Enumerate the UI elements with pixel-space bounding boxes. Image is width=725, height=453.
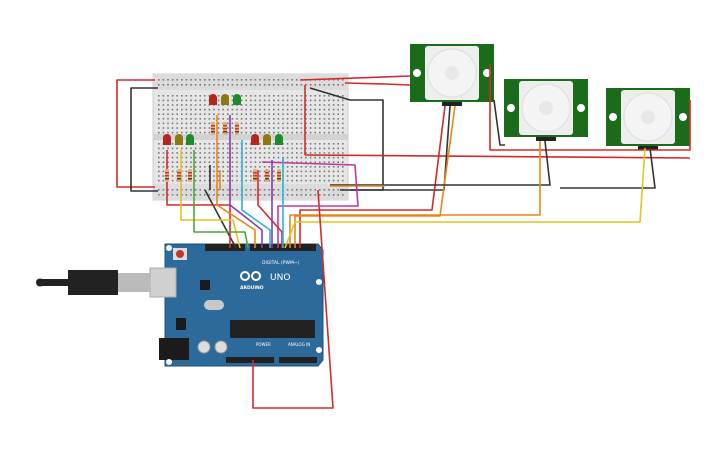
wire-red-10[interactable]	[489, 64, 691, 151]
led-yellow[interactable]	[263, 134, 271, 145]
led-green[interactable]	[186, 134, 194, 145]
pir-sensor-2[interactable]	[504, 79, 588, 141]
uno-label: UNO	[270, 273, 290, 283]
led-red[interactable]	[251, 134, 259, 145]
analog-label: ANALOG IN	[288, 342, 310, 347]
wire-black-18[interactable]	[204, 189, 237, 249]
led-green[interactable]	[275, 134, 283, 145]
wire-black-1[interactable]	[130, 87, 158, 192]
resistor[interactable]	[177, 169, 181, 182]
wire-purple-23[interactable]	[229, 115, 263, 248]
led-green[interactable]	[233, 94, 241, 105]
arduino-logo-text: ARDUINO	[240, 285, 264, 291]
wire-red-17[interactable]	[252, 189, 334, 409]
wire-red-5[interactable]	[304, 154, 691, 159]
resistor[interactable]	[253, 169, 257, 182]
power-jack	[159, 338, 189, 360]
wire-black-7[interactable]	[350, 105, 451, 191]
wire-red-26[interactable]	[257, 170, 283, 248]
wire-yellow-15[interactable]	[284, 147, 646, 249]
wire-black-11[interactable]	[493, 99, 505, 146]
led-yellow[interactable]	[221, 94, 229, 105]
wire-yellow-20[interactable]	[180, 150, 241, 249]
atmega-chip	[230, 320, 315, 338]
pir-sensor-1[interactable]	[410, 44, 494, 106]
led-red[interactable]	[209, 94, 217, 105]
wire-orange-9[interactable]	[294, 105, 456, 248]
led-red[interactable]	[163, 134, 171, 145]
pir-sensor-3[interactable]	[606, 88, 690, 150]
resistor[interactable]	[188, 169, 192, 182]
wire-black-14[interactable]	[560, 147, 656, 189]
power-label: POWER	[256, 342, 271, 347]
wire-magenta-25[interactable]	[261, 161, 359, 248]
wire-red-4[interactable]	[344, 82, 411, 86]
resistor[interactable]	[235, 122, 239, 135]
wire-black-12[interactable]	[330, 140, 551, 186]
resistor[interactable]	[223, 122, 227, 135]
resistor[interactable]	[165, 169, 169, 182]
resistor[interactable]	[211, 122, 215, 135]
wire-red-2[interactable]	[299, 75, 411, 81]
digital-label: DIGITAL (PWM~)	[262, 260, 300, 266]
resistor[interactable]	[265, 169, 269, 182]
wire-green-21[interactable]	[193, 150, 249, 249]
wire-orange-13[interactable]	[289, 141, 541, 248]
usb-cable	[36, 267, 177, 298]
crystal	[204, 300, 224, 310]
wire-red-8[interactable]	[299, 105, 446, 248]
wire-red-0[interactable]	[116, 79, 155, 188]
resistor[interactable]	[277, 169, 281, 182]
breadboard	[152, 73, 349, 201]
wire-cyan-24[interactable]	[241, 140, 271, 248]
arduino-uno[interactable]: DIGITAL (PWM~) ARDUINO UNO POWER ANALOG …	[159, 243, 324, 367]
led-yellow[interactable]	[175, 134, 183, 145]
wire-orange-22[interactable]	[216, 115, 256, 248]
digital-header-left	[205, 244, 245, 251]
